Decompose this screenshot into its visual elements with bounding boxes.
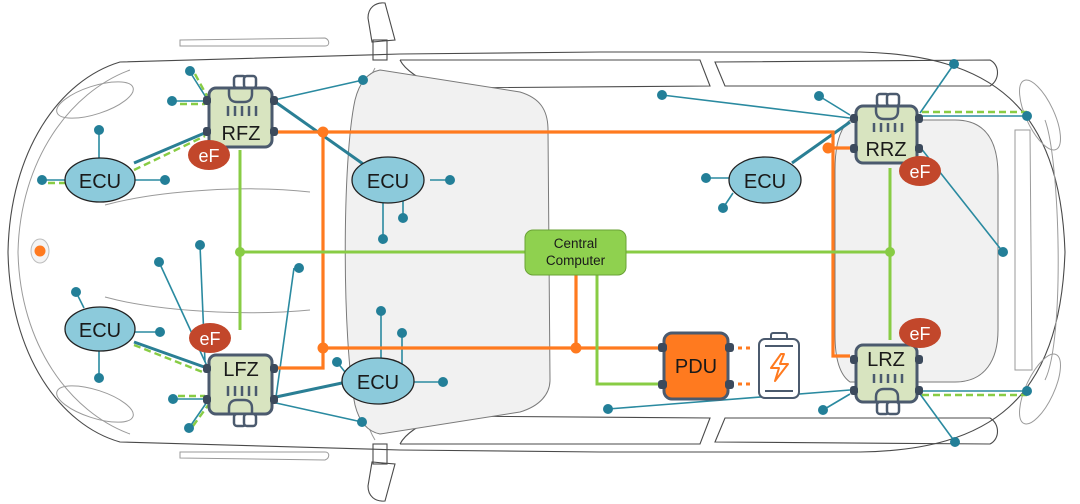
pdu[interactable]: PDU bbox=[658, 331, 734, 401]
ecu-front-left[interactable]: ECU bbox=[64, 306, 136, 352]
ecu-mid-left[interactable]: ECU bbox=[341, 357, 415, 405]
zone-label: LRZ bbox=[867, 349, 905, 371]
central-computer[interactable]: Central Computer bbox=[524, 229, 627, 276]
efuse-badge bbox=[188, 140, 230, 170]
ecu-rear-right[interactable]: ECU bbox=[728, 156, 802, 204]
efuse-badge bbox=[189, 323, 231, 353]
pdu-label: PDU bbox=[675, 356, 717, 378]
efuse-label: eF bbox=[198, 146, 219, 166]
front-light-icon bbox=[34, 245, 46, 257]
efuse-label: eF bbox=[199, 329, 220, 349]
zone-label: LFZ bbox=[223, 359, 259, 381]
efuse-badge bbox=[899, 156, 941, 186]
ecu-front-right[interactable]: ECU bbox=[64, 157, 136, 203]
zone-controller-rrz[interactable]: RRZ eF bbox=[850, 92, 941, 186]
central-computer-line1: Central bbox=[554, 236, 598, 251]
ecu-label: ECU bbox=[79, 320, 121, 342]
zone-label: RRZ bbox=[865, 139, 906, 161]
efuse-label: eF bbox=[909, 324, 930, 344]
power-lines bbox=[274, 126, 850, 386]
zone-label: RFZ bbox=[222, 123, 261, 145]
efuse-label: eF bbox=[909, 162, 930, 182]
ecu-mid-right[interactable]: ECU bbox=[351, 156, 425, 204]
dashed-ethernet-links bbox=[48, 73, 1027, 427]
zone-controller-lrz[interactable]: LRZ eF bbox=[850, 318, 941, 416]
battery-charging-icon bbox=[758, 332, 800, 399]
ecu-label: ECU bbox=[367, 171, 409, 193]
zone-controller-lfz[interactable]: LFZ eF bbox=[189, 323, 278, 428]
ethernet-backbone bbox=[235, 150, 895, 386]
zone-controller-rfz[interactable]: RFZ eF bbox=[188, 74, 278, 170]
ecu-label: ECU bbox=[79, 171, 121, 193]
ecu-label: ECU bbox=[744, 171, 786, 193]
efuse-badge bbox=[899, 318, 941, 348]
central-computer-line2: Computer bbox=[546, 253, 606, 268]
sensor-actuator-endpoints bbox=[37, 59, 1032, 447]
ecu-label: ECU bbox=[357, 372, 399, 394]
